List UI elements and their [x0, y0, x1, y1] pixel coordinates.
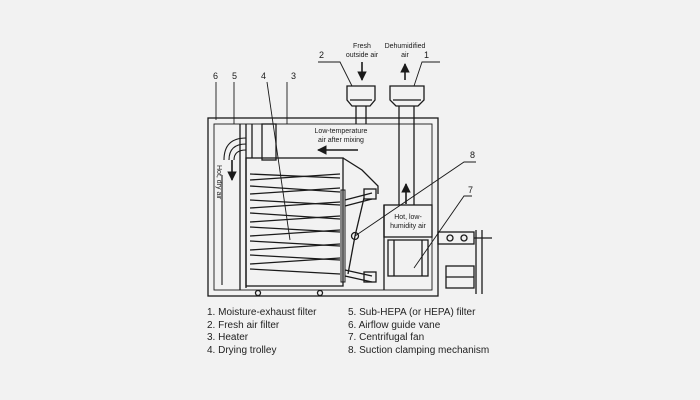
dehumidified-air-label-2: air	[401, 52, 409, 59]
callout-5: 5	[232, 71, 237, 81]
legend-item-6: 6. Airflow guide vane	[348, 319, 441, 331]
callout-7: 7	[468, 185, 473, 195]
drying-trolley	[245, 157, 379, 287]
trolley-wheels	[254, 289, 324, 297]
callout-8: 8	[470, 150, 475, 160]
exhaust-duct	[389, 85, 425, 205]
legend-item-5: 5. Sub-HEPA (or HEPA) filter	[348, 307, 476, 318]
legend-item-3: 3. Heater	[207, 332, 249, 344]
fresh-air-label-2: outside air	[346, 52, 379, 59]
hot-dry-air-label: Hot, dry air	[215, 165, 222, 200]
low-temp-air-label: Low-temperature	[315, 128, 368, 135]
fresh-air-duct	[346, 85, 376, 124]
legend-left-column: 1. Moisture-exhaust filter 2. Fresh air …	[207, 307, 317, 357]
low-temp-air-label-2: air after mixing	[318, 137, 364, 144]
suction-clamp	[344, 188, 377, 283]
callout-4: 4	[261, 71, 266, 81]
callout-6: 6	[213, 71, 218, 81]
fan-motor	[437, 230, 492, 294]
sub-hepa-filter	[340, 189, 346, 283]
callout-2: 2	[319, 50, 324, 60]
callout-3: 3	[291, 71, 296, 81]
airflow-guide-vanes	[221, 137, 247, 285]
cabinet-outer	[207, 117, 439, 297]
flow-arrows	[227, 62, 411, 204]
legend-item-4: 4. Drying trolley	[207, 344, 277, 356]
leader-lines	[215, 61, 476, 269]
legend-item-7: 7. Centrifugal fan	[348, 332, 425, 344]
dehumidified-air-label: Dehumidified	[385, 43, 426, 50]
hot-low-humidity-label: Hot, low-	[394, 214, 422, 221]
fresh-air-label: Fresh	[353, 43, 371, 50]
hot-low-humidity-label-2: humidity air	[390, 223, 426, 230]
legend-right-column: 5. Sub-HEPA (or HEPA) filter 6. Airflow …	[348, 307, 489, 357]
legend-item-8: 8. Suction clamping mechanism	[348, 344, 490, 356]
callout-1: 1	[424, 50, 429, 60]
centrifugal-fan	[387, 239, 429, 277]
legend-item-2: 2. Fresh air filter	[207, 319, 280, 331]
legend-item-1: 1. Moisture-exhaust filter	[207, 307, 317, 318]
